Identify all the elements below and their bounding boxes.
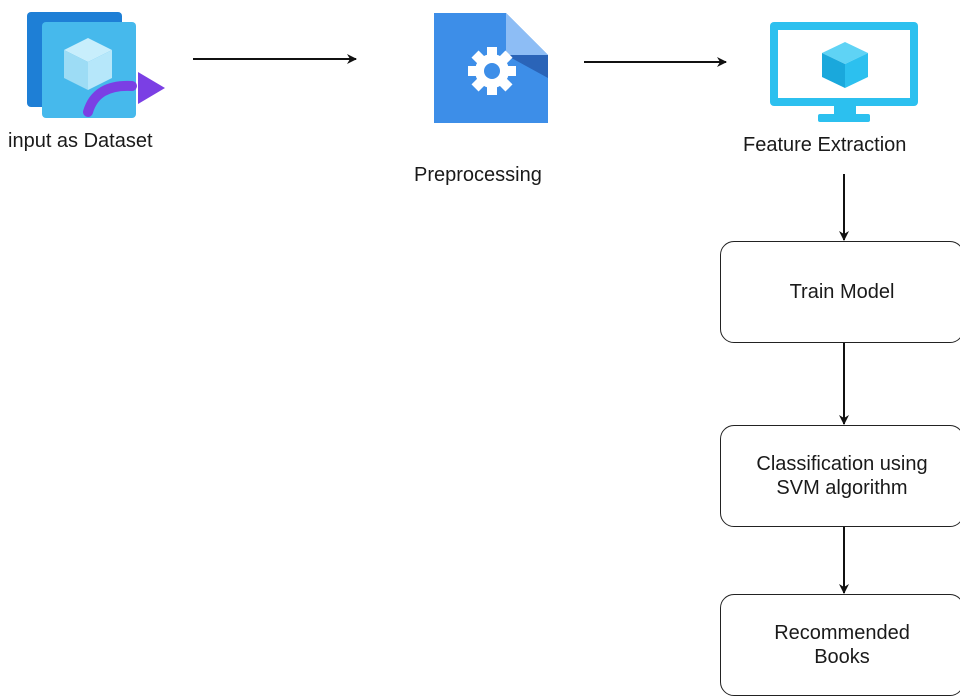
- preprocessing-label: Preprocessing: [414, 164, 542, 186]
- recommended-books-box: Recommended Books: [720, 594, 960, 696]
- recommended-books-label: Recommended Books: [774, 622, 910, 668]
- classification-box: Classification using SVM algorithm: [720, 425, 960, 527]
- feature-extraction-label: Feature Extraction: [743, 134, 907, 156]
- classification-label: Classification using SVM algorithm: [756, 453, 928, 499]
- document-gear-icon: [434, 13, 548, 123]
- train-model-box: Train Model: [720, 241, 960, 343]
- train-model-label: Train Model: [789, 281, 895, 303]
- dataset-import-icon: [27, 12, 165, 118]
- monitor-cube-icon: [770, 22, 918, 122]
- input-dataset-label: input as Dataset: [8, 130, 153, 152]
